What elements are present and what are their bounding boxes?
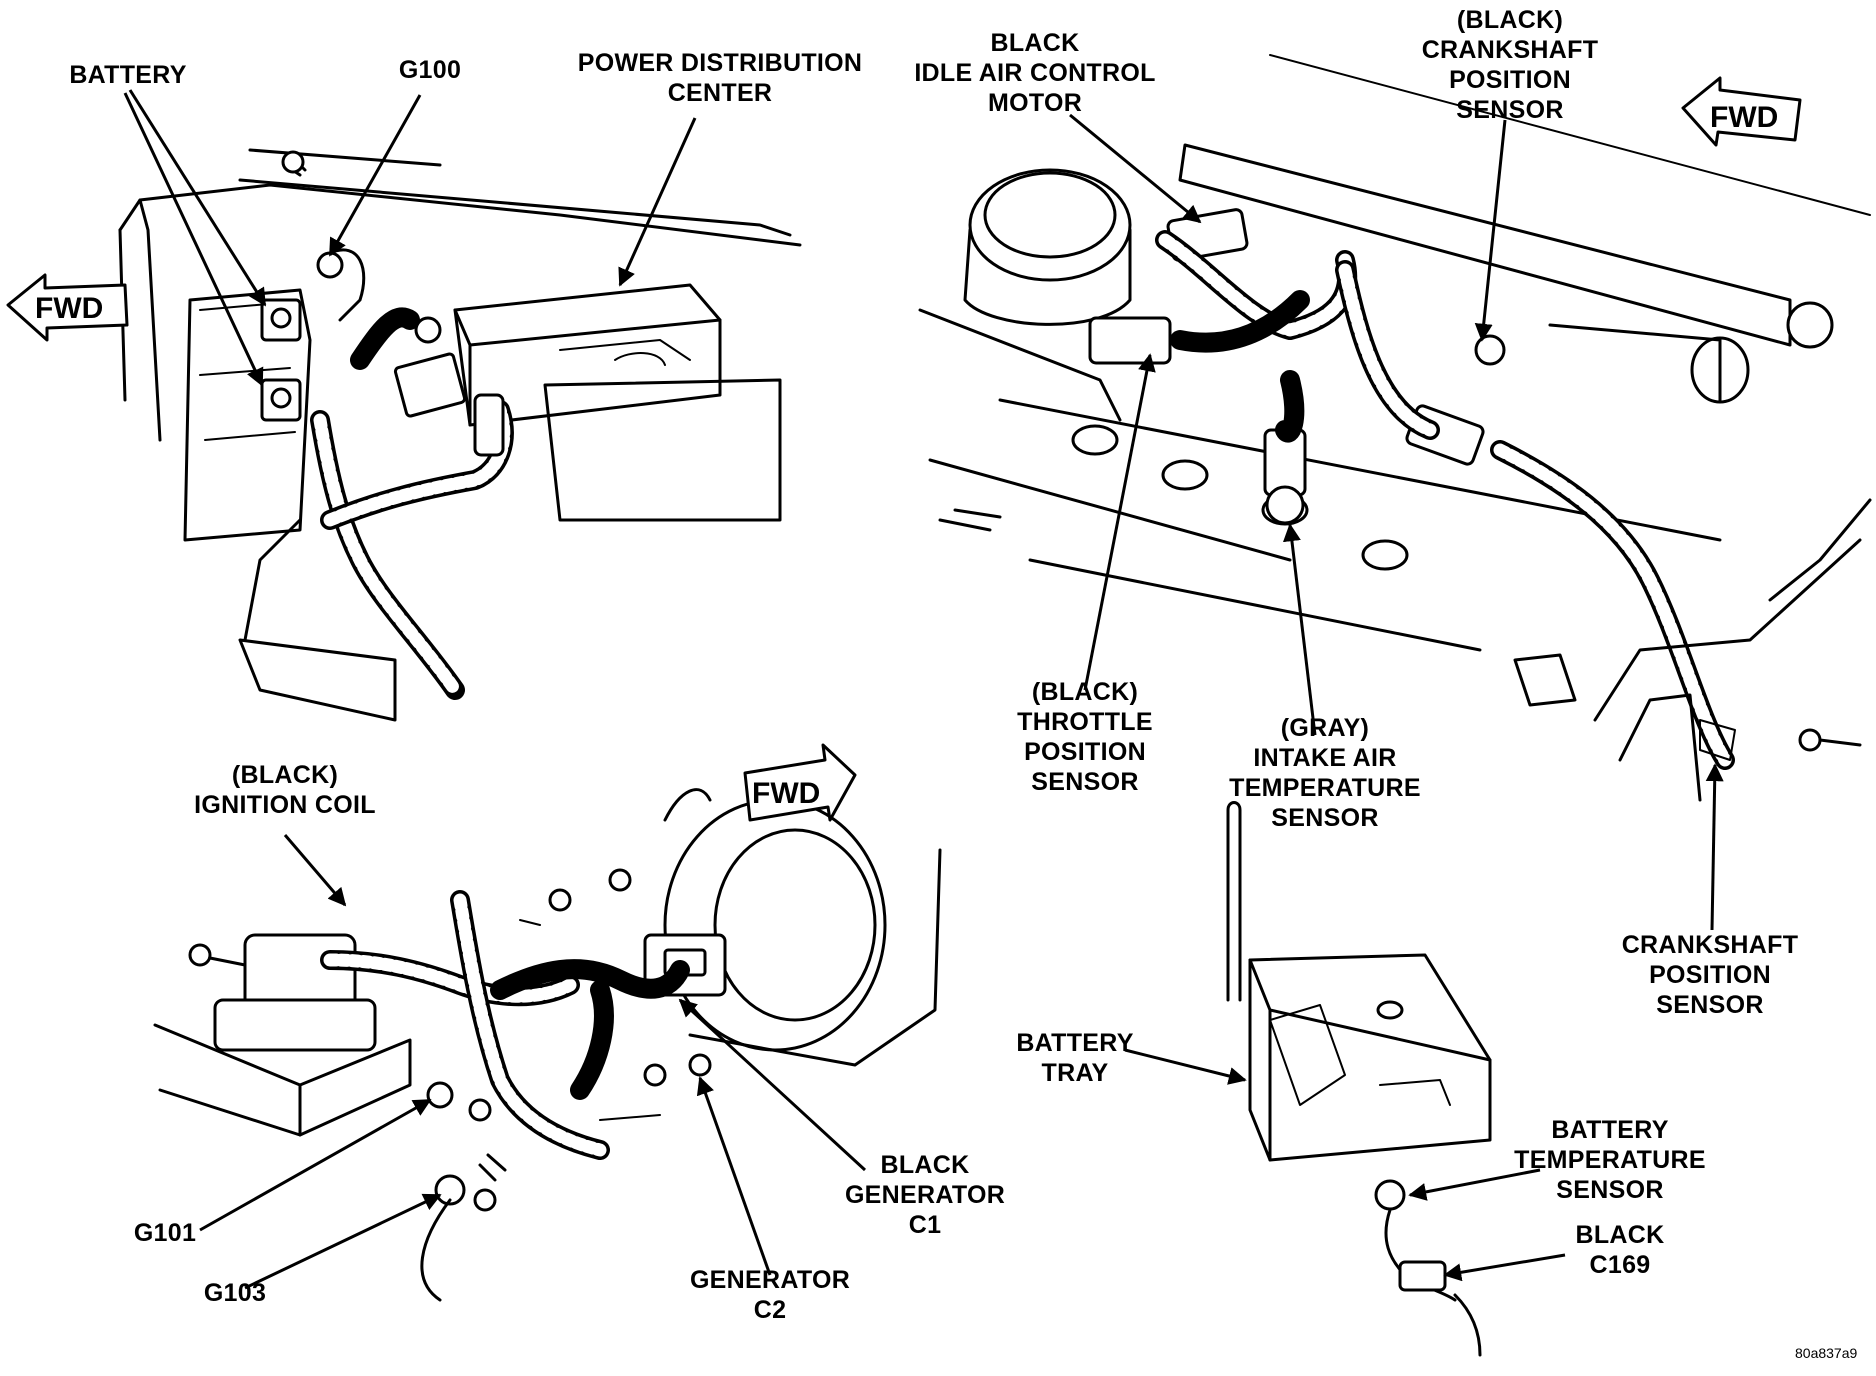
throttle-position-sensor-label: (BLACK) THROTTLE POSITION SENSOR bbox=[1017, 678, 1153, 796]
generator-c2-label: GENERATOR C2 bbox=[689, 1266, 851, 1324]
crankshaft-position-sensor-top-label: (BLACK) CRANKSHAFT POSITION SENSOR bbox=[1421, 6, 1599, 124]
g103-label: G103 bbox=[203, 1279, 267, 1307]
c169-label: BLACK C169 bbox=[1575, 1221, 1665, 1279]
fwd-label: FWD bbox=[1710, 101, 1778, 134]
throttle-body-view bbox=[918, 54, 1872, 802]
fwd-label: FWD bbox=[752, 777, 820, 810]
power-distribution-center-label: POWER DISTRIBUTION CENTER bbox=[577, 49, 863, 107]
fwd-arrow-top-left: FWD bbox=[6, 273, 129, 342]
battery-tray-label: BATTERY TRAY bbox=[1016, 1029, 1134, 1087]
battery-label: BATTERY bbox=[69, 61, 187, 89]
fwd-label: FWD bbox=[35, 292, 103, 325]
crankshaft-position-sensor-bottom-label: CRANKSHAFT POSITION SENSOR bbox=[1621, 931, 1799, 1019]
g101-label: G101 bbox=[133, 1219, 197, 1247]
generator-coil-view bbox=[153, 788, 942, 1302]
leader-lines bbox=[123, 89, 1724, 1290]
g100-label: G100 bbox=[398, 56, 462, 84]
black-generator-c1-label: BLACK GENERATOR C1 bbox=[844, 1151, 1006, 1239]
fwd-arrow-bottom: FWD bbox=[743, 743, 857, 822]
idle-air-control-motor-label: BLACK IDLE AIR CONTROL MOTOR bbox=[914, 29, 1156, 117]
ignition-coil-label: (BLACK) IGNITION COIL bbox=[194, 761, 376, 819]
battery-pdc-view bbox=[118, 148, 802, 722]
image-code: 80a837a9 bbox=[1795, 1345, 1858, 1361]
fwd-arrow-top-right: FWD bbox=[1681, 76, 1802, 147]
battery-tray-view bbox=[1226, 801, 1492, 1357]
intake-air-temperature-sensor-label: (GRAY) INTAKE AIR TEMPERATURE SENSOR bbox=[1229, 714, 1421, 832]
battery-temperature-sensor-label: BATTERY TEMPERATURE SENSOR bbox=[1514, 1116, 1706, 1204]
